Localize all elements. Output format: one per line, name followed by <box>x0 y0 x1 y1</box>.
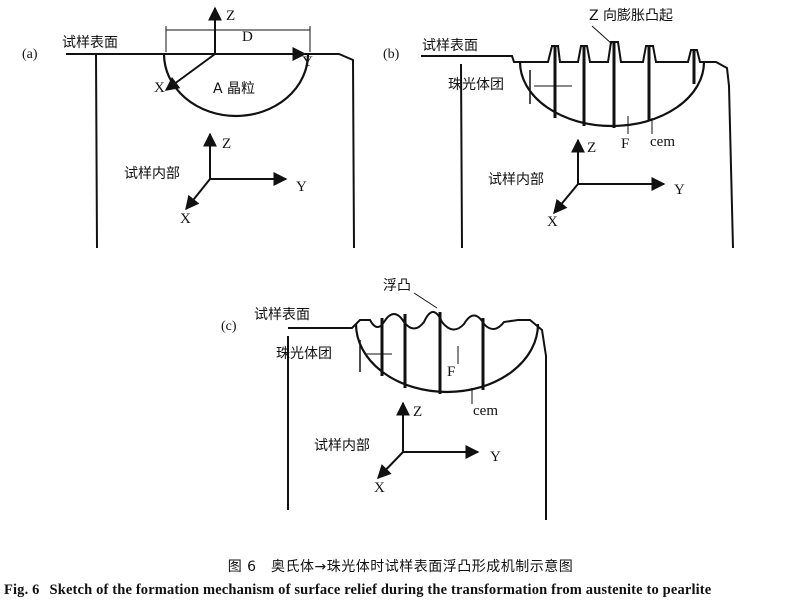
panel-c-tag: (c) <box>221 319 237 334</box>
panel-c-interior-label: 试样内部 <box>314 438 370 454</box>
panel-c-interior-y-label: Y <box>490 449 501 465</box>
panel-b-interior-y-label: Y <box>674 182 685 198</box>
panel-b-cementite-lamellae <box>553 42 696 128</box>
panel-b: (b) 试样表面 Z 向膨胀凸起 珠光体团 F cem 试样内部 Z Y X <box>383 7 734 249</box>
panel-b-tag: (b) <box>383 47 400 62</box>
panel-a-interior-z-label: Z <box>222 136 231 152</box>
panel-c-pearlite-colony <box>354 323 540 394</box>
panel-c-cementite-lamellae <box>380 312 485 394</box>
panel-b-relief-leader <box>591 25 613 45</box>
panel-c-surface-label: 试样表面 <box>254 307 310 323</box>
panel-c-relief-label: 浮凸 <box>383 278 411 294</box>
panel-a-tag: (a) <box>22 47 38 62</box>
panel-c-specimen-outline <box>287 311 547 520</box>
panel-b-relief-label: Z 向膨胀凸起 <box>589 7 673 24</box>
figure-6: (a) 试样表面 A 晶粒 D Z Y X 试样内部 Z Y X (b) 试样表… <box>22 6 734 520</box>
panel-a-grain-label: A 晶粒 <box>213 81 255 97</box>
panel-a: (a) 试样表面 A 晶粒 D Z Y X 试样内部 Z Y X <box>22 6 355 249</box>
caption-figure-number: Fig. 6 <box>4 582 40 598</box>
caption-english-text: Sketch of the formation mechanism of sur… <box>49 582 712 598</box>
panel-a-interior-y-label: Y <box>296 179 307 195</box>
panel-b-pearlite-colony <box>518 61 706 128</box>
panel-a-z-label: Z <box>226 8 235 24</box>
panel-b-surface-label: 试样表面 <box>422 38 478 54</box>
panel-b-interior-x-label: X <box>547 214 558 230</box>
panel-b-cementite-label: cem <box>650 134 675 150</box>
panel-a-specimen-outline <box>66 53 355 249</box>
panel-b-colony-label: 珠光体团 <box>448 77 504 93</box>
panel-a-x-axis <box>164 53 216 91</box>
caption-chinese: 图 6 奥氏体→珠光体时试样表面浮凸形成机制示意图 <box>227 559 574 575</box>
panel-a-y-label: Y <box>302 54 313 70</box>
panel-a-x-label: X <box>154 80 165 96</box>
panel-c-interior-z-label: Z <box>413 404 422 420</box>
panel-c-interior-x-axis <box>377 451 404 480</box>
panel-b-interior-label: 试样内部 <box>488 172 544 188</box>
panel-c-colony-label: 珠光体团 <box>276 346 332 362</box>
panel-a-interior-label: 试样内部 <box>124 166 180 182</box>
panel-b-interior-z-label: Z <box>587 140 596 156</box>
caption-english: Fig. 6 Sketch of the formation mechanism … <box>4 582 799 599</box>
panel-b-interior-x-axis <box>553 183 579 215</box>
panel-a-dimension-label: D <box>242 29 253 45</box>
panel-c-ferrite-label: F <box>447 364 455 380</box>
panel-a-surface-label: 试样表面 <box>62 35 118 51</box>
panel-c-cementite-label: cem <box>473 403 498 419</box>
panel-c-relief-leader <box>413 292 438 309</box>
panel-b-ferrite-label: F <box>621 136 629 152</box>
panel-a-interior-x-label: X <box>180 211 191 227</box>
panel-c-interior-x-label: X <box>374 480 385 496</box>
panel-a-interior-x-axis <box>185 178 211 211</box>
panel-c: (c) 试样表面 浮凸 珠光体团 F cem 试样内部 Z Y X <box>221 278 547 520</box>
